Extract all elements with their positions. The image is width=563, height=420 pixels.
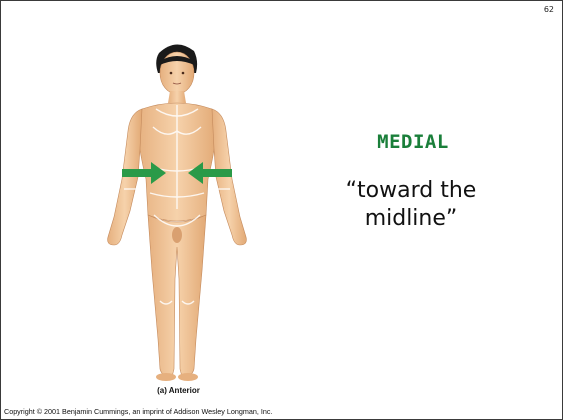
definition-text: “toward the midline”: [301, 177, 521, 233]
slide-title: MEDIAL: [323, 131, 503, 153]
human-body-illustration: [96, 39, 261, 384]
copyright-notice: Copyright © 2001 Benjamin Cummings, an i…: [4, 407, 272, 416]
anatomical-figure: (a) Anterior: [96, 39, 261, 399]
figure-caption: (a) Anterior: [96, 386, 261, 395]
page-number: 62: [544, 5, 554, 14]
